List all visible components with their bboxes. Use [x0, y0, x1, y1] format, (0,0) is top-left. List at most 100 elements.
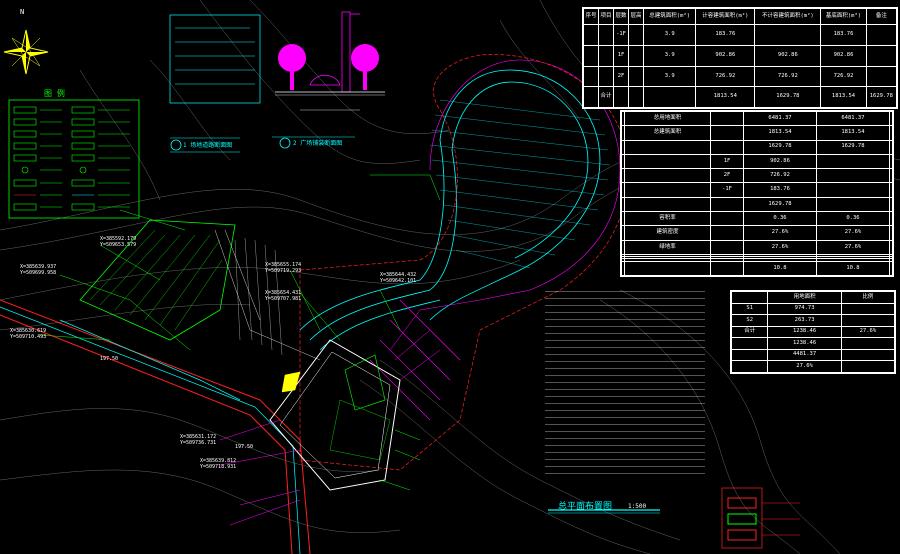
t3-cell: 27.6%	[840, 325, 896, 339]
t1-cell	[582, 24, 600, 46]
t1-cell	[865, 65, 898, 88]
t1-cell: 183.76	[820, 24, 867, 46]
legend-title: 图 例	[44, 89, 65, 98]
coord-y: Y=509718.931	[200, 464, 237, 470]
t2-cell	[624, 196, 712, 213]
coord-x: X=385639.937	[20, 264, 57, 270]
t2-cell: 容积率	[624, 211, 712, 227]
t2-cell: 1F	[710, 153, 745, 170]
t1-cell: 1629.78	[865, 86, 898, 108]
road-boundaries	[0, 299, 311, 554]
t3-cell	[840, 337, 896, 350]
t1-cell	[582, 86, 600, 108]
t2-cell: 总用地面积	[624, 110, 712, 127]
t3-cell: S2	[730, 314, 769, 327]
t3-cell	[730, 348, 769, 362]
t1-cell: 726.92	[695, 65, 756, 88]
t1-header: 序号	[582, 8, 600, 25]
t2-cell	[710, 139, 745, 155]
t1-header: 计容建筑面积(m²)	[695, 8, 756, 25]
title-underline	[548, 509, 660, 514]
t2-cell	[710, 225, 745, 241]
t2-cell	[620, 168, 626, 184]
t2-cell: 1813.54	[815, 125, 890, 141]
t3-cell	[730, 337, 769, 350]
coord-x: X=385644.432	[380, 272, 417, 278]
t2-cell: 建筑密度	[624, 225, 712, 241]
slope-hatch	[429, 99, 611, 269]
t2-cell	[620, 211, 626, 227]
t1-cell: 3.9	[643, 65, 697, 88]
t2-cell: 27.6%	[815, 239, 890, 255]
t1-cell: 1629.78	[754, 86, 822, 108]
coord-y: Y=509710.493	[10, 334, 47, 340]
t1-cell	[628, 86, 645, 108]
coord-y: Y=509719.293	[265, 268, 302, 274]
leader-lines	[39, 174, 441, 526]
t2-row: 1629.78	[620, 196, 894, 213]
coord-x: X=385639.812	[200, 458, 237, 464]
t1-header: 备注	[865, 8, 898, 25]
t1-cell: 183.76	[695, 24, 756, 46]
coord-y: Y=509736.731	[180, 440, 217, 446]
t3-cell	[840, 314, 896, 327]
t2-cell: 10.8	[743, 260, 817, 277]
t1-cell: 726.92	[754, 65, 822, 88]
t3-cell: 263.73	[767, 314, 842, 327]
t2-cell	[888, 258, 894, 262]
t1-cell: 1813.54	[695, 86, 756, 108]
t2-cell	[888, 260, 894, 277]
t3-cell	[730, 360, 769, 373]
main-building	[269, 339, 401, 491]
t2-cell	[815, 168, 890, 184]
t2-cell	[710, 110, 745, 127]
t1-cell	[628, 65, 645, 88]
t2-cell	[710, 260, 745, 277]
t2-cell: 0.36	[743, 211, 817, 227]
north-label: N	[20, 8, 25, 16]
t3-cell: 合计	[730, 325, 769, 339]
t1-cell: 1813.54	[820, 86, 867, 108]
t2-cell	[888, 196, 894, 213]
section-title-1: 1 场地道路断面图	[183, 142, 233, 149]
t2-cell	[815, 153, 890, 170]
design-notes	[545, 285, 715, 485]
t2-cell	[815, 196, 890, 213]
t1-header: 项目	[598, 8, 615, 25]
coord-x: X=385631.172	[180, 434, 217, 440]
t3-cell: 1238.46	[767, 325, 842, 339]
coord-x: X=385655.174	[265, 262, 302, 268]
t2-cell	[888, 125, 894, 141]
t2-cell	[888, 225, 894, 241]
t2-cell: 1629.78	[743, 196, 817, 213]
t1-cell	[598, 24, 615, 46]
t2-cell	[624, 168, 712, 184]
t3-cell: 1238.46	[767, 337, 842, 350]
t3-cell: 974.73	[767, 302, 842, 316]
t2-cell	[888, 239, 894, 255]
t2-cell: 1629.78	[743, 139, 817, 155]
t2-cell	[710, 239, 745, 255]
t2-cell	[620, 139, 626, 155]
t2-cell: 27.6%	[743, 225, 817, 241]
t2-cell	[620, 153, 626, 170]
t1-cell: 902.86	[754, 44, 822, 67]
t3-cell: 4481.37	[767, 348, 842, 362]
t3-cell	[840, 348, 896, 362]
drawing-scale: 1:500	[628, 503, 647, 510]
tree-section-drawing	[275, 11, 385, 111]
t1-cell	[865, 24, 898, 46]
elevation-label: 197.50	[235, 444, 254, 450]
t2-cell	[624, 139, 712, 155]
t1-header: 总建筑面积(m²)	[643, 8, 697, 25]
